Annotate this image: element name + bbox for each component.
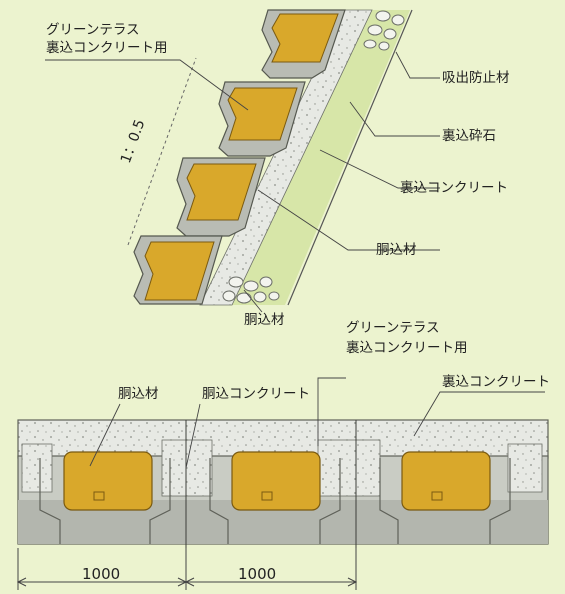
dimension-label-1: 1000 [82, 565, 121, 583]
gravel-bottom [222, 276, 280, 304]
plan-label-green-terrace-line2: 裏込コンクリート用 [346, 340, 468, 356]
suction-prevention-line [287, 9, 413, 306]
label-filler: 胴込材 [376, 242, 417, 258]
label-suction-prevention: 吸出防止材 [442, 70, 510, 86]
gravel-top [363, 10, 405, 51]
label-green-terrace-line1: グリーンテラス [46, 22, 140, 38]
plan-block-outlines [39, 458, 511, 544]
plan-label-backfill-concrete: 裏込コンクリート [442, 374, 550, 390]
plan-label-green-terrace-line1: グリーンテラス [346, 320, 440, 336]
plan-view [16, 377, 549, 590]
label-backfill-concrete: 裏込コンクリート [400, 180, 508, 196]
plan-filler-blocks [63, 451, 491, 511]
section-leaders [45, 51, 440, 313]
label-green-terrace-line2: 裏込コンクリート用 [46, 40, 168, 56]
section-view [45, 9, 440, 313]
plan-label-filler-concrete: 胴込コンクリート [202, 386, 310, 402]
label-filler-bottom: 胴込材 [244, 312, 285, 328]
dimension-lines [16, 548, 358, 590]
plan-leaders [89, 377, 545, 469]
plan-joints [185, 420, 357, 548]
section-blocks [133, 9, 346, 305]
plan-filler-concrete [21, 439, 543, 497]
dimension-label-2: 1000 [238, 565, 277, 583]
label-backfill-stone: 裏込砕石 [442, 128, 496, 144]
plan-label-filler: 胴込材 [118, 386, 159, 402]
